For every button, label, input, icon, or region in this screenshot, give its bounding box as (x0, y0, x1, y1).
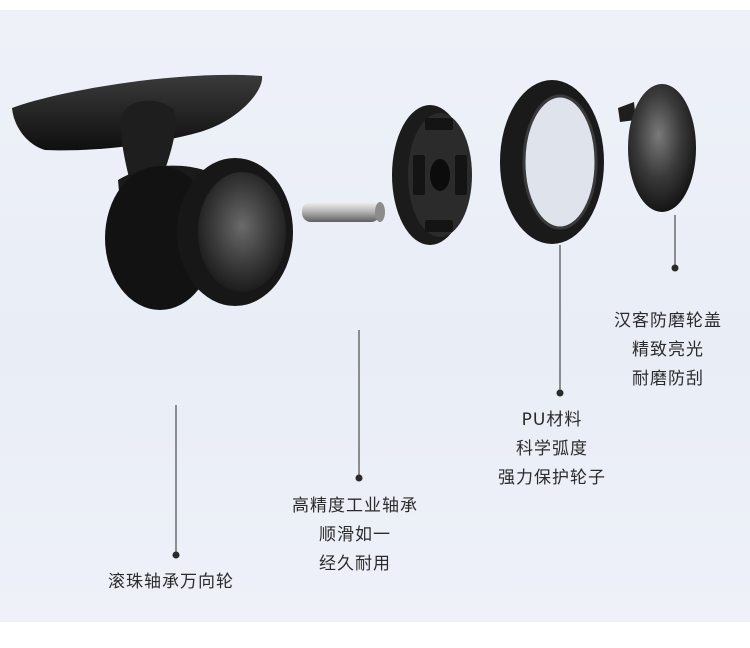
pu-tire-ring (500, 80, 604, 244)
dot-axle (355, 474, 363, 482)
axle-pin (302, 202, 385, 222)
label-cap-line3: 耐磨防刮 (632, 369, 704, 389)
wheel-cap (618, 84, 696, 212)
label-tire-line1: PU材料 (521, 410, 583, 430)
dot-tire (556, 389, 564, 397)
label-axle-line3: 经久耐用 (319, 554, 391, 574)
callout-leaders (175, 215, 676, 555)
exploded-wheel-illustration (12, 74, 696, 559)
label-tire-line2: 科学弧度 (516, 439, 588, 459)
label-axle-line2: 顺滑如一 (319, 525, 391, 545)
label-caster: 滚珠轴承万向轮 (108, 568, 234, 597)
bearing-core (392, 105, 472, 245)
label-tire: PU材料 科学弧度 强力保护轮子 (498, 406, 606, 493)
label-cap-line1: 汉客防磨轮盖 (614, 311, 722, 331)
caster-hub (198, 172, 286, 292)
label-cap: 汉客防磨轮盖 精致亮光 耐磨防刮 (614, 307, 722, 394)
caster-wheel-assembly (12, 74, 293, 310)
dot-caster (172, 551, 180, 559)
label-tire-line3: 强力保护轮子 (498, 468, 606, 488)
label-axle-line1: 高精度工业轴承 (292, 496, 418, 516)
product-exploded-view: 滚珠轴承万向轮 高精度工业轴承 顺滑如一 经久耐用 PU材料 科学弧度 强力保护… (0, 10, 750, 622)
label-axle: 高精度工业轴承 顺滑如一 经久耐用 (292, 492, 418, 579)
label-cap-line2: 精致亮光 (632, 340, 704, 360)
label-caster-line1: 滚珠轴承万向轮 (108, 572, 234, 592)
dot-cap (671, 264, 679, 272)
